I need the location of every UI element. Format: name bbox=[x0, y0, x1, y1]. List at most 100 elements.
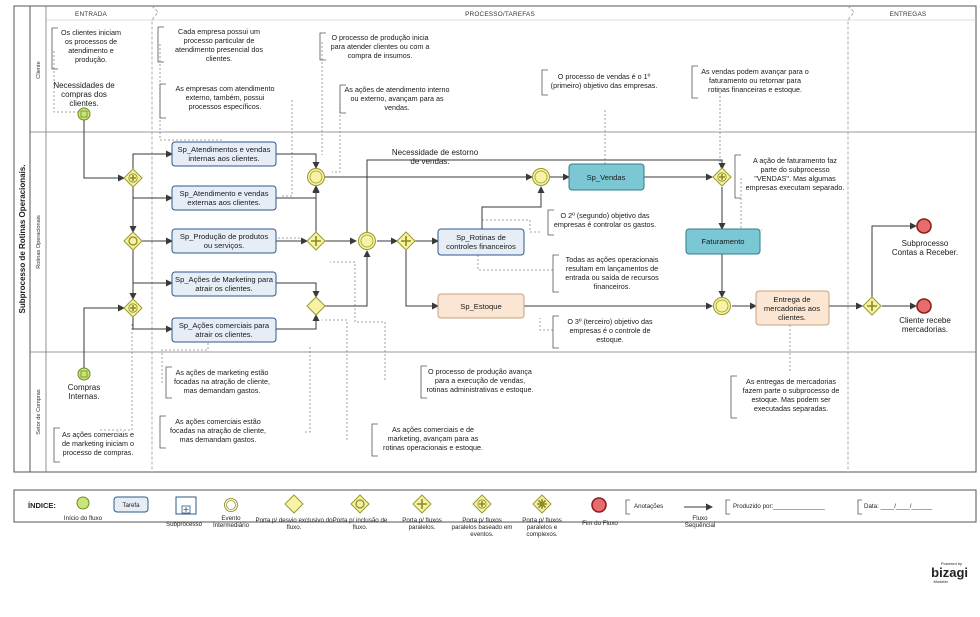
svg-text:focadas na atração de cliente,: focadas na atração de cliente, bbox=[170, 426, 266, 435]
legend-complexos-3: complexos. bbox=[526, 531, 558, 538]
svg-text:externas aos clientes.: externas aos clientes. bbox=[187, 198, 260, 207]
end-event-contas-receber[interactable] bbox=[916, 218, 932, 234]
svg-text:atendimento e: atendimento e bbox=[68, 46, 114, 55]
note-n6: O processo de vendas é o 1º (primeiro) o… bbox=[541, 69, 657, 96]
svg-text:Sp_Estoque: Sp_Estoque bbox=[460, 302, 501, 311]
task-financeiros[interactable]: Sp_Rotinas de controles financeiros bbox=[437, 228, 525, 256]
svg-text:O processo de vendas é o 1º: O processo de vendas é o 1º bbox=[558, 72, 651, 81]
start-label-clientes-1: Necessidades de bbox=[53, 81, 115, 90]
svg-text:Sp_Ações comerciais para: Sp_Ações comerciais para bbox=[179, 321, 270, 330]
sequence-flows bbox=[83, 120, 917, 368]
legend-complexos-icon bbox=[532, 494, 552, 514]
legend-inicio-icon bbox=[76, 496, 90, 510]
svg-text:de marketing iniciam o: de marketing iniciam o bbox=[62, 439, 134, 448]
svg-text:As ações comerciais e de: As ações comerciais e de bbox=[392, 425, 474, 434]
end-label-contas-2: Contas a Receber. bbox=[892, 248, 958, 257]
svg-text:focadas na atração de cliente,: focadas na atração de cliente, bbox=[174, 377, 270, 386]
legend-complexos-2: paralelos e bbox=[527, 524, 558, 531]
svg-text:atrair os clientes.: atrair os clientes. bbox=[195, 330, 252, 339]
task-entrega[interactable]: Entrega de mercadorias aos clientes. bbox=[755, 290, 830, 326]
task-faturamento[interactable]: Faturamento bbox=[685, 228, 761, 255]
svg-text:Todas as ações operacionais: Todas as ações operacionais bbox=[566, 255, 659, 264]
svg-text:compra de insumos.: compra de insumos. bbox=[348, 51, 413, 60]
legend-eventos-2: paralelos baseado em bbox=[452, 524, 513, 531]
svg-text:rotinas operacionais e estoque: rotinas operacionais e estoque. bbox=[383, 443, 483, 452]
legend-inclusao-1: Porta p/ inclusão de bbox=[333, 517, 388, 524]
svg-text:Sp_Atendimentos e vendas: Sp_Atendimentos e vendas bbox=[178, 145, 271, 154]
legend-exclusivo-1: Porta p/ desvio exclusivo do bbox=[255, 517, 333, 524]
flow-label-estorno-2: de vendas. bbox=[410, 157, 449, 166]
start-event-compras[interactable] bbox=[77, 367, 91, 381]
svg-text:vendas.: vendas. bbox=[384, 103, 409, 112]
task-marketing[interactable]: Sp_Ações de Marketing para atrair os cli… bbox=[171, 271, 277, 297]
task-atendimentos-internas[interactable]: Sp_Atendimentos e vendas internas aos cl… bbox=[171, 141, 277, 167]
legend-anotacoes: Anotações bbox=[634, 503, 663, 510]
svg-text:As ações de atendimento intern: As ações de atendimento interno bbox=[344, 85, 449, 94]
intermediate-event-3[interactable] bbox=[532, 168, 550, 186]
svg-text:Faturamento: Faturamento bbox=[701, 237, 744, 246]
svg-text:processo de compras.: processo de compras. bbox=[63, 448, 134, 457]
start-event-clientes[interactable] bbox=[77, 107, 91, 121]
gateway-inclusive-1[interactable] bbox=[123, 231, 143, 251]
svg-text:controles financeiros: controles financeiros bbox=[446, 242, 516, 251]
svg-text:rotinas financeiras e estoque.: rotinas financeiras e estoque. bbox=[708, 85, 802, 94]
gateway-parallel-3[interactable] bbox=[862, 296, 882, 316]
associations bbox=[53, 42, 791, 440]
task-comerciais[interactable]: Sp_Ações comerciais para atrair os clien… bbox=[171, 317, 277, 343]
legend-exclusivo-2: fluxo. bbox=[287, 524, 302, 531]
phase-entregas: ENTREGAS bbox=[890, 11, 927, 18]
svg-text:atendimento presencial dos: atendimento presencial dos bbox=[175, 45, 263, 54]
gateway-parallel-2[interactable] bbox=[396, 231, 416, 251]
svg-text:processos específicos.: processos específicos. bbox=[189, 102, 262, 111]
legend-produzido: Produzido por:_______________ bbox=[733, 503, 825, 510]
start-label-clientes-2: compras dos bbox=[61, 90, 107, 99]
gateway-exclusive-1[interactable] bbox=[306, 296, 326, 316]
svg-text:resultam em lançamentos de: resultam em lançamentos de bbox=[566, 264, 658, 273]
svg-text:O processo de produção avança: O processo de produção avança bbox=[428, 367, 532, 376]
note-n1: Os clientes iniciam os processos de aten… bbox=[51, 27, 121, 70]
note-n14: As ações de marketing estão focadas na a… bbox=[165, 366, 270, 399]
svg-text:ou externo, avançam para as: ou externo, avançam para as bbox=[350, 94, 443, 103]
intermediate-event-1[interactable] bbox=[307, 168, 325, 186]
end-event-cliente-recebe[interactable] bbox=[916, 298, 932, 314]
svg-text:clientes.: clientes. bbox=[206, 54, 232, 63]
svg-text:"VENDAS". Mas algumas: "VENDAS". Mas algumas bbox=[754, 174, 836, 183]
legend-eventos-1: Porta p/ fluxos bbox=[462, 517, 502, 524]
legend-inclusao-2: fluxo. bbox=[353, 524, 368, 531]
svg-text:entrada ou saída de recursos: entrada ou saída de recursos bbox=[565, 273, 659, 282]
gateway-event-1[interactable] bbox=[123, 168, 143, 188]
task-producao[interactable]: Sp_Produção de produtos ou serviços. bbox=[171, 228, 277, 254]
legend-complexos-1: Porta p/ fluxos bbox=[522, 517, 562, 524]
start-label-compras-2: Internas. bbox=[68, 392, 99, 401]
legend-inicio: Início do fluxo bbox=[64, 515, 103, 522]
task-vendas[interactable]: Sp_Vendas bbox=[568, 163, 645, 191]
svg-text:Sp_Produção de produtos: Sp_Produção de produtos bbox=[180, 232, 268, 241]
start-label-clientes-3: clientes. bbox=[69, 99, 98, 108]
bizagi-logo: Powered by bizagi Modeler bbox=[931, 561, 968, 584]
intermediate-event-4[interactable] bbox=[713, 297, 731, 315]
svg-text:mercadorias aos: mercadorias aos bbox=[764, 304, 820, 313]
legend-sequencial-1: Fluxo bbox=[692, 515, 708, 522]
gateway-event-2[interactable] bbox=[123, 298, 143, 318]
legend-data: Data: ____/____/______ bbox=[864, 503, 933, 510]
note-n15: As ações comerciais estão focadas na atr… bbox=[159, 415, 266, 449]
legend-title: ÍNDICE: bbox=[28, 501, 56, 510]
svg-text:executadas separadas.: executadas separadas. bbox=[754, 404, 828, 413]
note-n9: O 2º (segundo) objetivo das empresas é c… bbox=[547, 209, 656, 236]
legend-evento-2: Intermediário bbox=[213, 522, 250, 529]
svg-text:empresas é controlar os gastos: empresas é controlar os gastos. bbox=[554, 220, 656, 229]
svg-text:financeiros.: financeiros. bbox=[594, 282, 631, 291]
svg-text:empresas executam separado.: empresas executam separado. bbox=[746, 183, 845, 192]
task-atendimento-externas[interactable]: Sp_Atendimento e vendas externas aos cli… bbox=[171, 185, 277, 211]
svg-text:Sp_Atendimento e vendas: Sp_Atendimento e vendas bbox=[179, 189, 268, 198]
intermediate-event-2[interactable] bbox=[358, 232, 376, 250]
task-estoque[interactable]: Sp_Estoque bbox=[437, 293, 525, 319]
gateway-event-3[interactable] bbox=[712, 167, 732, 187]
end-label-cliente-1: Cliente recebe bbox=[899, 316, 951, 325]
svg-text:O processo de produção inicia: O processo de produção inicia bbox=[331, 33, 428, 42]
svg-text:empresas é o controle de: empresas é o controle de bbox=[569, 326, 650, 335]
gateway-parallel-1[interactable] bbox=[306, 231, 326, 251]
phase-entrada: ENTRADA bbox=[75, 11, 107, 18]
pool-title: Subprocesso de Rotinas Operacionais. bbox=[18, 165, 27, 314]
lane-compras: Setor de Compras bbox=[36, 389, 42, 435]
